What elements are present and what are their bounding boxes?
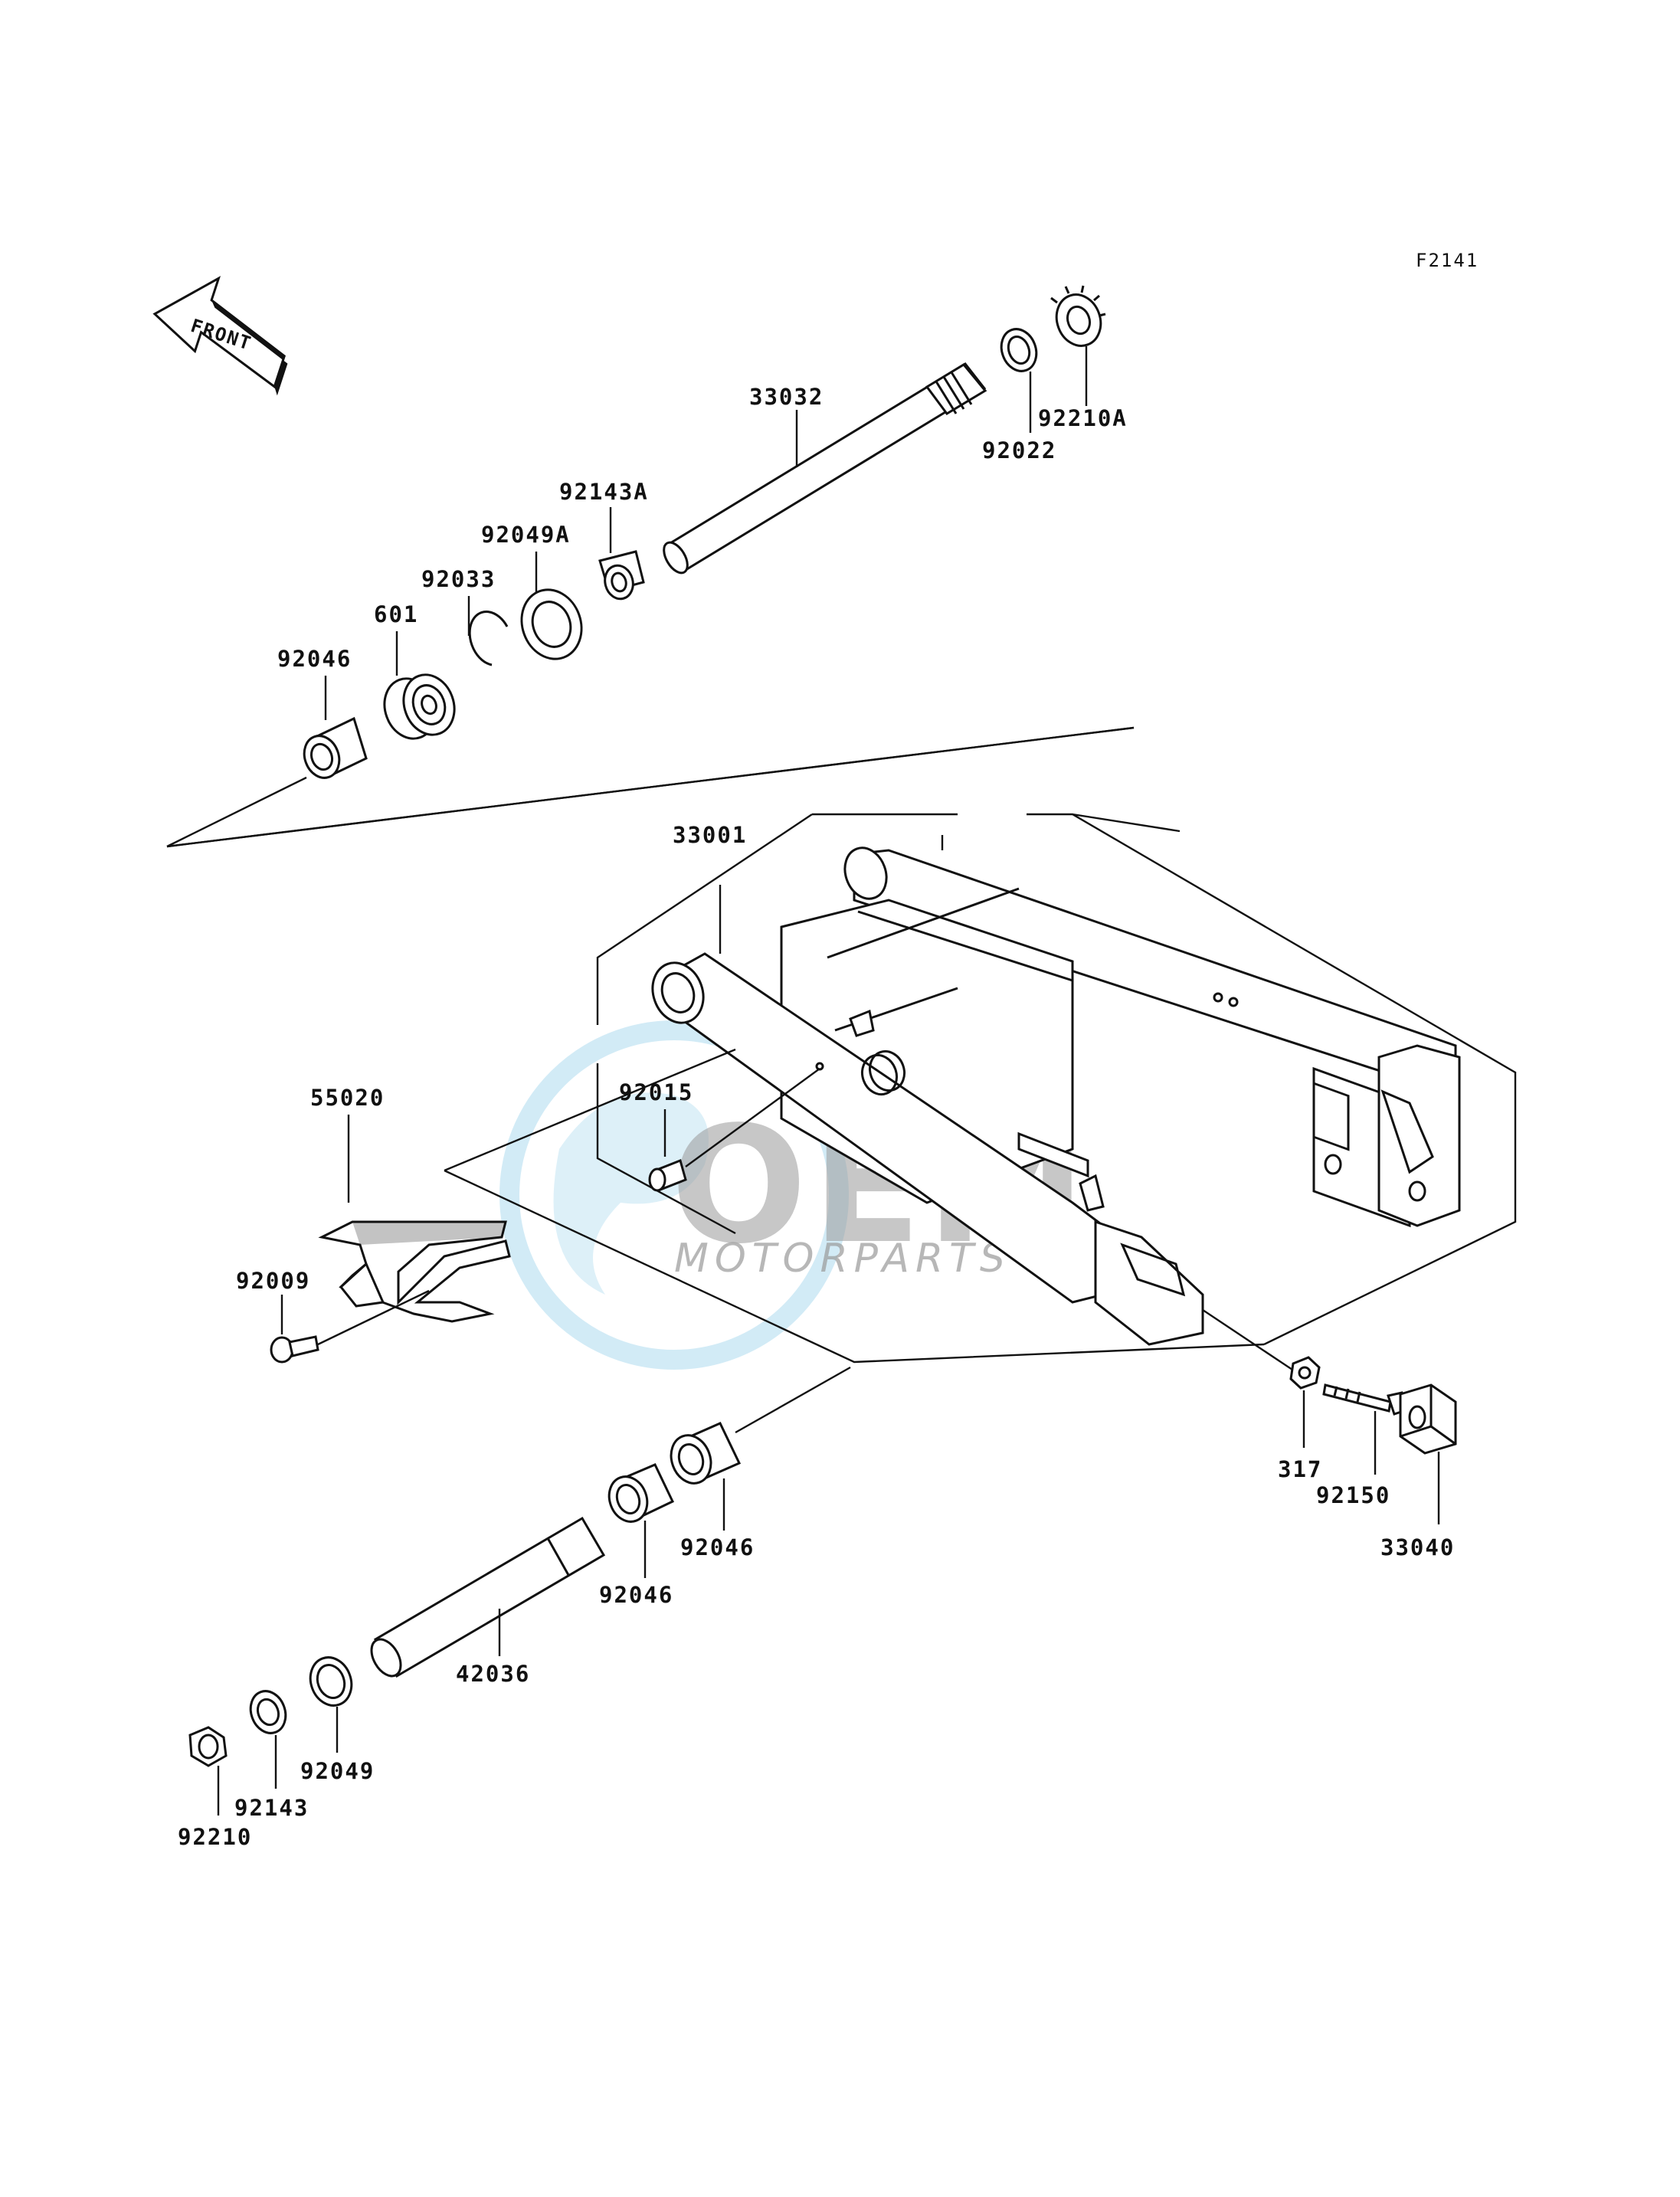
part-92022-washer[interactable] <box>996 324 1042 376</box>
label-92143: 92143 <box>234 1795 309 1821</box>
label-33032: 33032 <box>749 384 824 410</box>
label-92022: 92022 <box>982 437 1056 463</box>
label-33040: 33040 <box>1380 1534 1455 1560</box>
part-92049-seal[interactable] <box>304 1652 359 1711</box>
label-42036: 42036 <box>456 1661 530 1687</box>
part-92046-bearing-right[interactable] <box>665 1422 742 1489</box>
part-92046-bearing-upper[interactable] <box>299 716 368 783</box>
part-317-nut[interactable] <box>1289 1356 1321 1390</box>
label-317: 317 <box>1278 1456 1322 1482</box>
part-92210A-nut[interactable] <box>1050 285 1108 352</box>
label-601: 601 <box>374 601 418 627</box>
part-92150-bolt[interactable] <box>1322 1383 1410 1416</box>
label-92046-upper: 92046 <box>277 646 352 672</box>
front-arrow-icon: FRONT <box>152 276 288 396</box>
part-33001-swingarm[interactable] <box>596 813 1517 1346</box>
part-92015-fitting[interactable] <box>648 1062 824 1192</box>
label-92049A: 92049A <box>481 522 571 548</box>
label-92046-mid: 92046 <box>599 1582 673 1608</box>
part-33040-adjuster[interactable] <box>1399 1383 1457 1455</box>
label-92143A: 92143A <box>559 479 649 505</box>
lower-shaft-assembly: 92046 92046 42036 92049 92143 <box>178 1366 851 1850</box>
part-92210-nut[interactable] <box>188 1726 228 1767</box>
part-33032-shaft[interactable] <box>659 362 987 577</box>
part-92049A-seal[interactable] <box>513 581 591 667</box>
label-92210A: 92210A <box>1038 405 1128 431</box>
part-55020-chain-guard[interactable] <box>318 1220 511 1323</box>
label-92033: 92033 <box>421 566 496 592</box>
part-92009-bolt[interactable] <box>270 1335 319 1364</box>
part-92033-circlip[interactable] <box>468 610 509 666</box>
label-92015: 92015 <box>619 1079 693 1105</box>
part-92143A-collar[interactable] <box>598 550 645 602</box>
part-92046-bearing-mid[interactable] <box>603 1463 675 1527</box>
label-55020: 55020 <box>310 1085 385 1111</box>
figure-code: F2141 <box>1416 250 1479 271</box>
label-92046-right: 92046 <box>680 1534 755 1560</box>
label-33001: 33001 <box>673 822 747 848</box>
part-42036-sleeve[interactable] <box>365 1516 606 1681</box>
label-92210: 92210 <box>178 1824 252 1850</box>
part-601-bearing[interactable] <box>376 667 463 745</box>
swingarm-outline <box>444 813 1265 1364</box>
label-92009: 92009 <box>236 1268 310 1294</box>
watermark-sub: MOTORPARTS <box>674 1236 1011 1282</box>
label-92049: 92049 <box>300 1758 375 1784</box>
upper-pivot-assembly: 33032 92022 92210A 92143A 9204 <box>166 285 1135 848</box>
part-92143-collar[interactable] <box>245 1686 291 1738</box>
label-92150: 92150 <box>1316 1482 1390 1508</box>
